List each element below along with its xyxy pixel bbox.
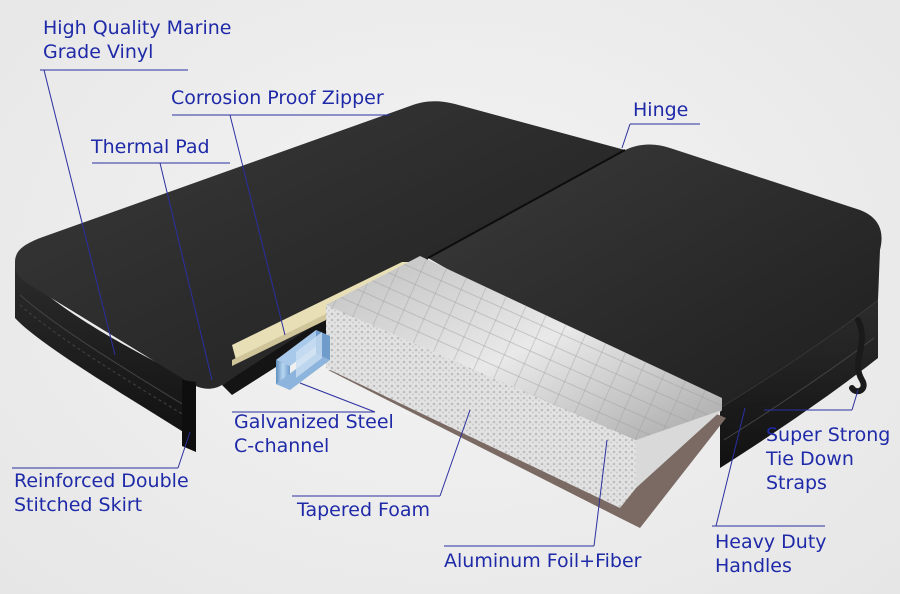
label-zipper: Corrosion Proof Zipper xyxy=(171,86,384,110)
label-aluminum-foil: Aluminum Foil+Fiber xyxy=(444,549,641,573)
label-line: Thermal Pad xyxy=(91,136,210,158)
label-heavy-duty-handles: Heavy Duty Handles xyxy=(715,530,827,578)
label-line: High Quality Marine xyxy=(43,17,232,39)
label-thermal-pad: Thermal Pad xyxy=(91,135,210,159)
label-line: C-channel xyxy=(234,435,330,457)
left-panel-side xyxy=(15,262,196,440)
label-steel-c-channel: Galvanized Steel C-channel xyxy=(234,410,394,458)
leader-lines xyxy=(12,69,859,547)
right-panel-side xyxy=(720,300,878,468)
label-line: Galvanized Steel xyxy=(234,411,394,433)
label-hinge: Hinge xyxy=(633,98,688,122)
label-tie-down-straps: Super Strong Tie Down Straps xyxy=(766,423,890,495)
label-line: Heavy Duty xyxy=(715,531,827,553)
steel-c-channel xyxy=(276,330,330,390)
label-line: Handles xyxy=(715,555,792,577)
label-stitched-skirt: Reinforced Double Stitched Skirt xyxy=(14,469,189,517)
label-tapered-foam: Tapered Foam xyxy=(297,498,430,522)
right-panel-top xyxy=(428,144,882,408)
tapered-foam-block xyxy=(326,305,636,508)
label-line: Tapered Foam xyxy=(297,499,431,521)
label-line: Tie Down xyxy=(766,448,854,470)
label-line: Grade Vinyl xyxy=(43,41,154,63)
label-line: Straps xyxy=(766,472,827,494)
label-line: Corrosion Proof Zipper xyxy=(171,87,384,109)
label-line: Reinforced Double xyxy=(14,470,189,492)
label-line: Aluminum Foil+Fiber xyxy=(444,550,642,572)
label-line: Stitched Skirt xyxy=(14,494,143,516)
label-line: Hinge xyxy=(633,99,689,121)
left-panel-top xyxy=(15,101,625,389)
label-line: Super Strong xyxy=(766,424,891,446)
label-marine-vinyl: High Quality Marine Grade Vinyl xyxy=(43,16,232,64)
handle xyxy=(733,401,770,422)
